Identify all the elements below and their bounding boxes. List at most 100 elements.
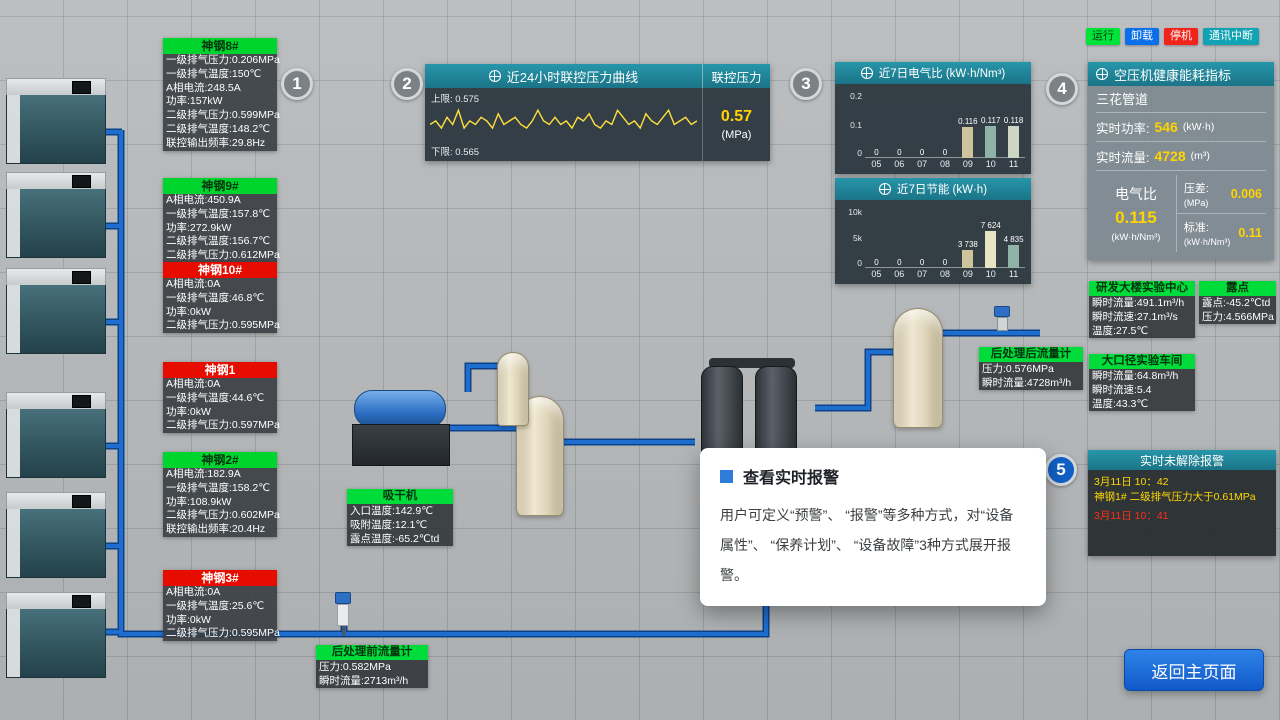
- step-badge-5[interactable]: 5: [1045, 454, 1077, 486]
- bar-category-label: 05: [871, 269, 882, 279]
- metric-line: 一级排气温度:158.2℃: [166, 481, 270, 494]
- step-badge-2[interactable]: 2: [391, 68, 423, 100]
- compressor-panel-4: 神钢1 A相电流:0A 一级排气温度:44.6℃ 功率:0kW 二级排气压力:0…: [163, 362, 280, 434]
- metric-line: A相电流:0A: [166, 278, 221, 290]
- bar-value-label: 0: [942, 258, 948, 267]
- station-dryer-info: 吸干机 入口温度:142.9℃ 吸附温度:12.1℃ 露点温度:-65.2℃td: [347, 489, 453, 546]
- compressor-unit-1[interactable]: [6, 78, 106, 164]
- pressure-diff-cell: 压差: (MPa) 0.006: [1183, 183, 1262, 208]
- metric-line: 联控输出频率:20.4Hz: [166, 523, 266, 536]
- metric-line: 功率:157kW: [166, 95, 223, 108]
- compressor-name: 神钢10#: [163, 262, 277, 278]
- standard-cell: 标准: (kW·h/Nm³) 0.11: [1176, 213, 1266, 252]
- metric-line: 二级排气压力:0.599MPa: [166, 109, 280, 122]
- bar-value-label: 0.116: [958, 117, 978, 126]
- upper-limit-label: 上限: 0.575: [431, 94, 480, 105]
- step-badge-4[interactable]: 4: [1046, 73, 1078, 105]
- legend-unload: 卸载: [1125, 28, 1159, 45]
- realtime-flow-row: 实时流量: 4728 (m³): [1096, 142, 1266, 171]
- bar-category-label: 07: [917, 269, 928, 279]
- machine-screen: [72, 81, 91, 94]
- filter-tank-small: [497, 352, 529, 426]
- pressure-chart-titlebar: 近24小时联控压力曲线: [425, 64, 703, 88]
- chart-icon: [878, 183, 891, 195]
- energy-ratio-titlebar: 近7日电气比 (kW·h/Nm³): [835, 62, 1031, 84]
- metric-line: 一级排气温度:157.8℃: [166, 207, 270, 220]
- compressor-panel-6: 神钢3# A相电流:0A 一级排气温度:25.6℃ 功率:0kW 二级排气压力:…: [163, 570, 280, 642]
- electric-ratio-value: 0.115: [1115, 208, 1157, 227]
- desiccant-dryer-towers[interactable]: [693, 358, 817, 460]
- compressor-unit-3[interactable]: [6, 268, 106, 354]
- bar-category-label: 10: [985, 269, 996, 279]
- status-legend: 运行 卸载 停机 通讯中断: [1086, 28, 1259, 45]
- compressor-name: 神钢2#: [163, 452, 277, 468]
- bar-category-label: 06: [894, 159, 905, 169]
- bar-value-label: 4 835: [1003, 235, 1024, 244]
- pressure-curve-line: [430, 103, 697, 146]
- health-panel-titlebar: 空压机健康能耗指标: [1088, 62, 1274, 86]
- standard-value: 0.11: [1238, 226, 1262, 240]
- metric-line: 一级排气温度:150℃: [166, 67, 262, 80]
- bar-value-label: 0: [897, 148, 902, 157]
- pipeline-name: 三花管道: [1096, 88, 1266, 113]
- compressor-unit-4[interactable]: [6, 392, 106, 478]
- station-rd-center: 研发大楼实验中心 瞬时流量:491.1m³/h 瞬时流速:27.1m³/s 温度…: [1089, 281, 1195, 338]
- station-dew-point: 露点 露点:-45.2℃td 压力:4.566MPa: [1199, 281, 1276, 324]
- metric-line: 一级排气温度:44.6℃: [166, 391, 265, 404]
- alarm-time: 3月11日 10：41: [1094, 510, 1169, 522]
- metric-line: 二级排气压力:0.612MPa: [166, 249, 280, 262]
- compressor-unit-6[interactable]: [6, 592, 106, 678]
- energy-saving-titlebar: 近7日节能 (kW·h): [835, 178, 1031, 200]
- compressor-unit-2[interactable]: [6, 172, 106, 258]
- dew-point-sensor: [993, 306, 1011, 336]
- y-axis-ticks: 0.2 0.1 0: [850, 91, 862, 158]
- realtime-flow-value: 4728: [1154, 148, 1186, 164]
- return-home-button[interactable]: 返回主页面: [1124, 649, 1264, 691]
- bar-value-label: 0: [874, 148, 879, 157]
- metric-line: 功率:0kW: [166, 405, 211, 418]
- metric-line: 功率:108.9kW: [166, 495, 232, 508]
- compressor-panel-3: 神钢10# A相电流:0A 一级排气温度:46.8℃ 功率:0kW 二级排气压力…: [163, 262, 280, 334]
- refrigerated-dryer[interactable]: [352, 388, 450, 468]
- alarm-help-tooltip: 查看实时报警 用户可定义“预警”、 “报警”等多种方式，对“设备属性”、 “保养…: [700, 448, 1046, 606]
- compressor-unit-5[interactable]: [6, 492, 106, 578]
- bar-category-label: 09: [962, 269, 973, 279]
- metric-line: 联控输出频率:29.8Hz: [166, 136, 266, 149]
- linked-pressure-value: 0.57: [720, 108, 753, 125]
- bar-category-label: 07: [917, 159, 928, 169]
- metric-line: A相电流:0A: [166, 586, 221, 598]
- metric-line: 二级排气压力:0.595MPa: [166, 319, 280, 332]
- y-axis-ticks: 10k 5k 0: [848, 207, 862, 268]
- chart-icon: [860, 67, 873, 79]
- metric-line: A相电流:182.9A: [166, 468, 241, 480]
- bar-category-label: 08: [940, 269, 951, 279]
- tooltip-body: 用户可定义“预警”、 “报警”等多种方式，对“设备属性”、 “保养计划”、 “设…: [720, 507, 1014, 583]
- metric-line: 二级排气温度:148.2℃: [166, 122, 270, 135]
- legend-running: 运行: [1086, 28, 1120, 45]
- bar-category-label: 05: [871, 159, 882, 169]
- step-badge-1[interactable]: 1: [281, 68, 313, 100]
- bar-value-label: 0: [874, 258, 879, 267]
- linked-pressure-value-box: 0.57 (MPa): [703, 88, 770, 161]
- bar: [985, 231, 997, 268]
- energy-ratio-title: 近7日电气比 (kW·h/Nm³): [878, 68, 1006, 80]
- lower-limit-label: 下限: 0.565: [431, 147, 480, 158]
- alarm-entry: 3月11日 10：42 神钢1# 二级排气压力大于0.61MPa: [1094, 475, 1270, 505]
- bar: [962, 250, 974, 268]
- step-badge-3[interactable]: 3: [790, 68, 822, 100]
- compressor-name: 神钢9#: [163, 178, 277, 194]
- bar-value-label: 0: [942, 148, 948, 157]
- metric-line: 一级排气温度:46.8℃: [166, 291, 265, 304]
- dryer-tower-b: [755, 366, 797, 460]
